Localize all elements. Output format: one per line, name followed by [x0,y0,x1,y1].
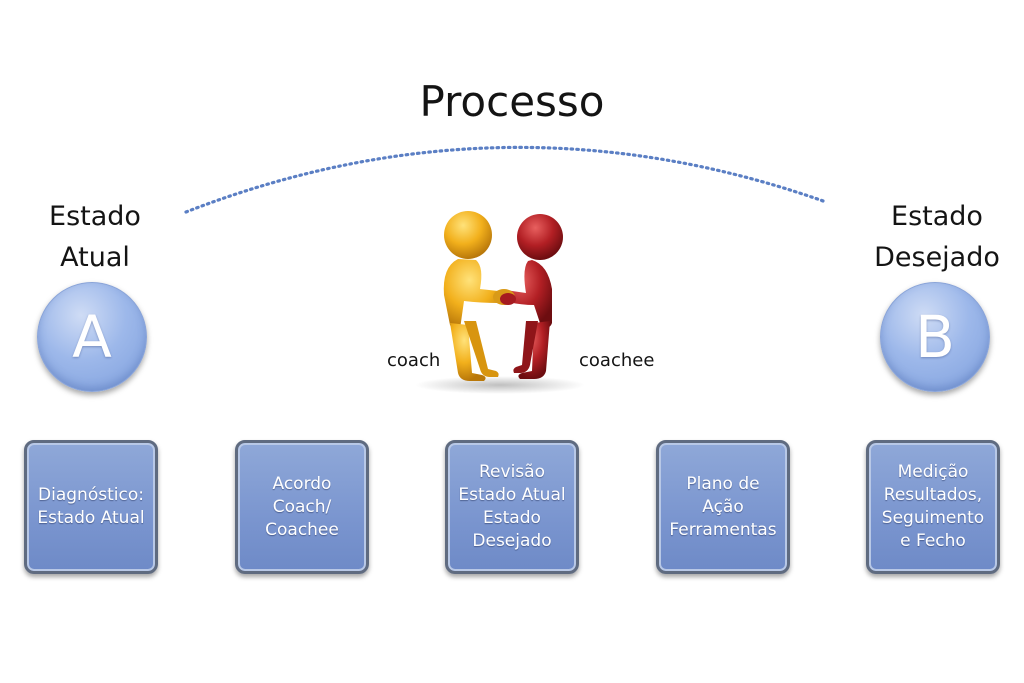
state-b-label-line: Estado [891,201,983,232]
step-text-line: Ação [702,496,744,517]
diagram-title: Processo [419,77,605,126]
step-box-acordo: Acordo Coach/ Coachee [235,440,369,574]
step-text-line: Resultados, [883,485,983,505]
step-text-line: Plano de [686,473,760,494]
step-text-line: Coach/ [272,496,332,517]
step-text-line: Estado Atual [37,508,145,528]
state-a-circle: A [37,282,147,392]
step-text-line: Estado Atual [458,485,566,505]
step-text-line: Desejado [472,531,552,551]
state-a-letter: A [72,303,112,371]
step-text-line: Ferramentas [669,519,777,540]
coachee-figure [499,214,563,379]
step-box-revisao: Revisão Estado Atual Estado Desejado [445,440,579,574]
step-text-line: e Fecho [900,531,966,551]
state-a-label: Estado Atual [20,196,170,278]
state-b-label: Estado Desejado [852,196,1022,278]
step-text-line: Medição [897,462,969,482]
state-b-label-line: Desejado [874,242,1000,273]
step-text-line: Acordo [272,473,332,494]
step-text-line: Estado [483,508,541,528]
state-a-label-line: Estado [49,201,141,232]
coach-label: coach [387,350,441,371]
coach-figure [443,211,508,381]
handshake-figures-icon [415,211,585,394]
step-text-line: Revisão [479,462,545,482]
coachee-label: coachee [579,350,655,371]
step-text-line: Diagnóstico: [38,485,144,505]
step-box-diagnostico: Diagnóstico: Estado Atual [24,440,158,574]
step-box-medicao: Medição Resultados, Seguimento e Fecho [866,440,1000,574]
state-b-letter: B [915,303,955,371]
step-box-plano: Plano de Ação Ferramentas [656,440,790,574]
state-a-label-line: Atual [60,242,130,273]
state-b-circle: B [880,282,990,392]
step-text-line: Coachee [265,519,339,540]
step-text-line: Seguimento [881,508,985,528]
